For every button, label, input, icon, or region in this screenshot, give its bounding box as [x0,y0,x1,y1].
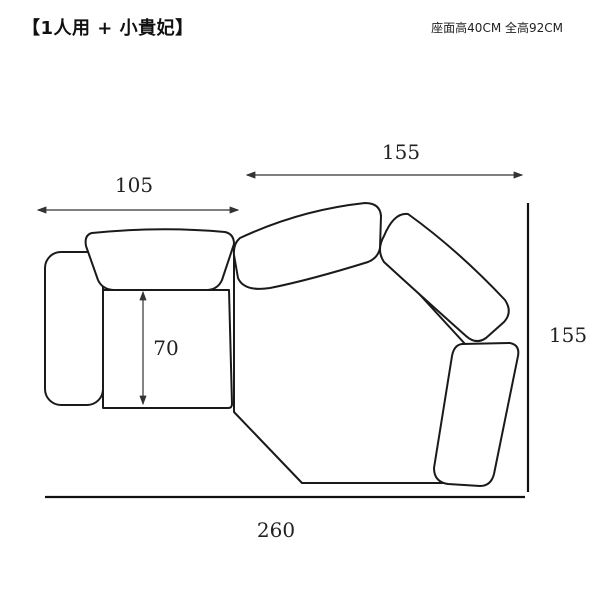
chaise-back-cushion-left [232,202,382,290]
label-total-width: 260 [257,518,295,542]
chaise-back-cushion-middle [379,212,510,342]
single-seat-base [102,289,233,409]
single-seat-back-cushion [84,228,235,291]
spec-text: 座面高40CM 全高92CM [431,21,563,35]
label-chaise-depth: 155 [549,323,587,347]
label-seat-width: 105 [115,173,153,197]
chaise-side-cushion-right [433,342,520,487]
single-seat-left-arm [44,251,104,406]
product-title: 【1人用 + 小貴妃】 [22,18,194,39]
label-chaise-width: 155 [382,140,420,164]
label-seat-depth: 70 [153,336,178,360]
